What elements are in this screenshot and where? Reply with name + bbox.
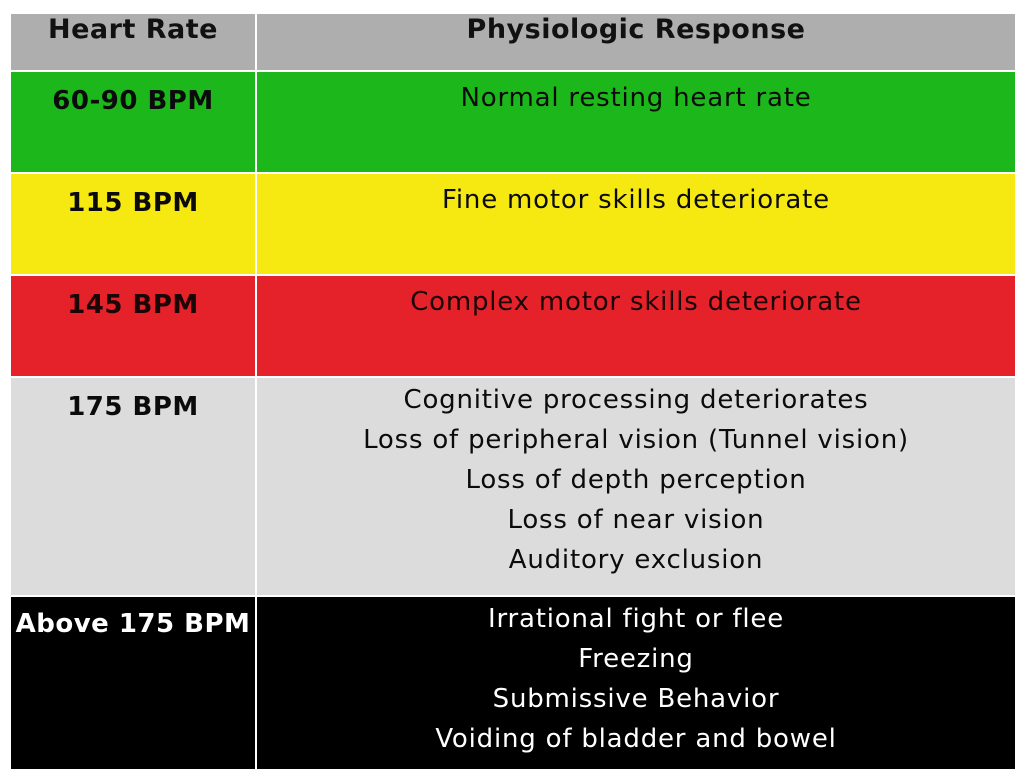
response-cell: Cognitive processing deteriorates Loss o… xyxy=(255,376,1017,597)
response-line: Auditory exclusion xyxy=(508,545,764,575)
heart-rate-table: Heart Rate Physiologic Response 60-90 BP… xyxy=(9,12,1017,771)
response-cell: Fine motor skills deteriorate xyxy=(255,172,1017,276)
response-line: Normal resting heart rate xyxy=(460,83,812,113)
response-line: Irrational fight or flee xyxy=(488,604,784,634)
response-line: Fine motor skills deteriorate xyxy=(442,185,830,215)
response-line: Loss of depth perception xyxy=(465,465,807,495)
response-line: Complex motor skills deteriorate xyxy=(410,287,862,317)
response-line: Submissive Behavior xyxy=(492,684,780,714)
heart-rate-cell: 60-90 BPM xyxy=(9,70,257,174)
table-row: 175 BPM Cognitive processing deteriorate… xyxy=(9,376,1017,597)
header-heart-rate: Heart Rate xyxy=(9,12,257,72)
response-cell: Irrational fight or flee Freezing Submis… xyxy=(255,595,1017,771)
table-row: 115 BPM Fine motor skills deteriorate xyxy=(9,172,1017,276)
heart-rate-cell: Above 175 BPM xyxy=(9,595,257,771)
response-line: Voiding of bladder and bowel xyxy=(435,724,837,754)
response-line: Freezing xyxy=(578,644,694,674)
response-cell: Complex motor skills deteriorate xyxy=(255,274,1017,378)
heart-rate-table-container: Heart Rate Physiologic Response 60-90 BP… xyxy=(9,12,1017,771)
heart-rate-cell: 175 BPM xyxy=(9,376,257,597)
table-row: Above 175 BPM Irrational fight or flee F… xyxy=(9,595,1017,771)
response-line: Loss of peripheral vision (Tunnel vision… xyxy=(363,425,909,455)
header-physiologic-response: Physiologic Response xyxy=(255,12,1017,72)
response-cell: Normal resting heart rate xyxy=(255,70,1017,174)
heart-rate-cell: 145 BPM xyxy=(9,274,257,378)
heart-rate-cell: 115 BPM xyxy=(9,172,257,276)
table-header-row: Heart Rate Physiologic Response xyxy=(9,12,1017,72)
response-line: Loss of near vision xyxy=(507,505,765,535)
response-line: Cognitive processing deteriorates xyxy=(403,385,869,415)
table-row: 145 BPM Complex motor skills deteriorate xyxy=(9,274,1017,378)
table-row: 60-90 BPM Normal resting heart rate xyxy=(9,70,1017,174)
